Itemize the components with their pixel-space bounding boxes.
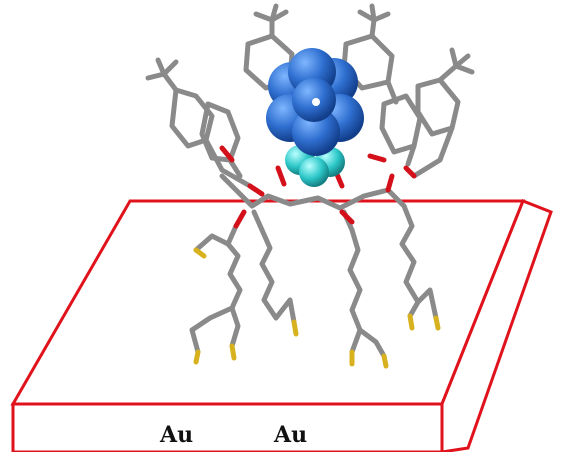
guest-sphere-6 — [292, 108, 340, 156]
sulfur-8 — [193, 247, 207, 259]
sulfur-5 — [193, 349, 201, 365]
chain-1 — [225, 223, 243, 349]
sulfur-2 — [291, 319, 299, 337]
tbutyl-right — [437, 47, 475, 83]
guest-center-dot — [312, 98, 320, 106]
sulfur-atoms — [193, 247, 441, 369]
chain-6 — [189, 305, 235, 355]
oxygen-6 — [403, 165, 417, 179]
oxygen-9 — [385, 173, 395, 193]
chain-7 — [357, 327, 387, 359]
oxygen-7 — [233, 209, 247, 229]
slab-side-face — [440, 199, 553, 454]
gold-surface — [10, 199, 553, 454]
chain-8 — [415, 287, 439, 321]
oxygen-8 — [339, 209, 355, 225]
oxygen-2 — [247, 183, 265, 197]
cavity-ion-sphere-3 — [299, 157, 329, 187]
sulfur-1 — [229, 343, 237, 361]
chain-2 — [259, 227, 297, 325]
oxygen-3 — [275, 165, 287, 187]
tbutyl-back-right — [357, 3, 391, 39]
slab-front-face — [11, 402, 444, 454]
alkyl-chains — [189, 203, 439, 359]
oxygen-1 — [219, 145, 235, 163]
tbutyl-back-left — [253, 3, 289, 39]
sulfur-7 — [433, 315, 441, 331]
au-label-right: Au — [274, 422, 308, 448]
chain-5 — [193, 233, 231, 253]
tbutyl-left — [145, 57, 179, 93]
oxygen-5 — [367, 153, 387, 163]
guest-molecule — [266, 48, 364, 156]
sulfur-4 — [407, 313, 415, 331]
au-label-left: Au — [160, 422, 194, 448]
sulfur-6 — [381, 353, 389, 369]
